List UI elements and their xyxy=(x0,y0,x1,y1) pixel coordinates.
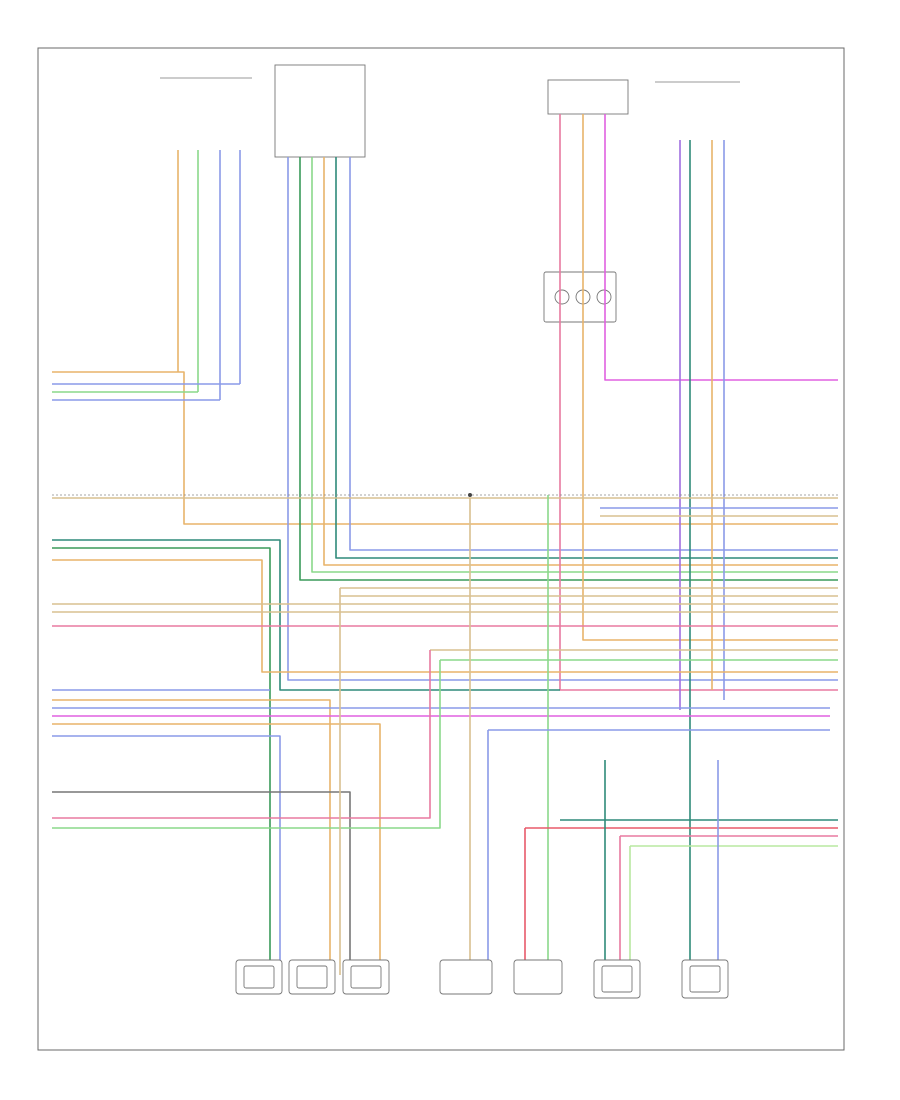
wires-top-mid xyxy=(287,157,838,681)
bottom-components xyxy=(235,959,729,999)
wires-lower-left xyxy=(52,495,830,975)
wire-segment xyxy=(52,735,281,975)
bottom-component xyxy=(513,959,563,995)
middle-module xyxy=(543,271,617,323)
bottom-component xyxy=(288,959,336,995)
wire-segment xyxy=(604,114,838,381)
bottom-component xyxy=(342,959,390,995)
wire-segment xyxy=(299,157,838,581)
wire-segment xyxy=(311,157,838,573)
wire-segment xyxy=(52,559,838,673)
diagram-frame xyxy=(37,47,845,1051)
wire-segment xyxy=(335,157,838,559)
wire-segment xyxy=(52,660,441,829)
wire-segment xyxy=(323,157,838,566)
wire-segment xyxy=(582,114,838,641)
bottom-component xyxy=(439,959,493,995)
top-right-connector-a xyxy=(547,79,629,115)
wire-segment xyxy=(487,729,830,975)
wire-segment xyxy=(52,723,381,975)
module-terminal xyxy=(554,289,570,305)
wire-segment xyxy=(52,539,560,691)
top-right-connector-a-box xyxy=(547,79,629,115)
wire-segment xyxy=(524,827,838,975)
top-mid-connector xyxy=(274,64,366,158)
bottom-component xyxy=(681,959,729,999)
splice-dot xyxy=(468,493,472,497)
wire-segment xyxy=(629,845,838,975)
wire-segment xyxy=(52,699,331,975)
top-mid-connector-box xyxy=(274,64,366,158)
wires-top-right xyxy=(52,114,838,980)
wire-segment xyxy=(349,157,838,551)
wire-segment xyxy=(52,650,431,819)
wire-segment xyxy=(619,835,838,975)
wires-lower-right xyxy=(524,760,838,975)
wires-top-left xyxy=(52,150,838,525)
bottom-component xyxy=(235,959,283,995)
bottom-component xyxy=(593,959,641,999)
wire-segment xyxy=(52,547,271,975)
wire-segment xyxy=(52,371,838,525)
wires-bus xyxy=(52,497,838,975)
wire-segment xyxy=(52,791,351,975)
wire-segment xyxy=(287,157,838,681)
module-terminal xyxy=(596,289,612,305)
